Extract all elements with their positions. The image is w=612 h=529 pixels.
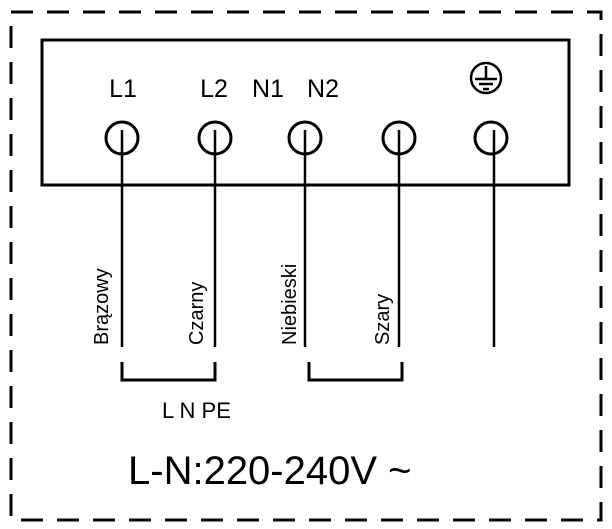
bracket-neutrals [307,362,404,382]
group-label: L N PE [162,398,231,423]
voltage-label: L-N:220-240V ~ [128,449,412,493]
wire-label-brown: Brązowy [91,268,113,345]
terminal-label-n2: N2 [307,75,339,103]
wire-label-blue: Niebieski [279,264,301,345]
terminal-label-n1: N1 [252,75,284,103]
terminal-label-l2: L2 [200,75,228,103]
terminal-label-l1: L1 [109,75,137,103]
ground-symbol-icon [469,61,503,95]
terminal-screw-earth [473,120,509,156]
wire-label-black: Czarny [186,282,208,345]
wire-label-grey: Szary [372,294,394,345]
bracket-l-n [120,362,217,382]
dashed-outer-border [9,10,603,522]
